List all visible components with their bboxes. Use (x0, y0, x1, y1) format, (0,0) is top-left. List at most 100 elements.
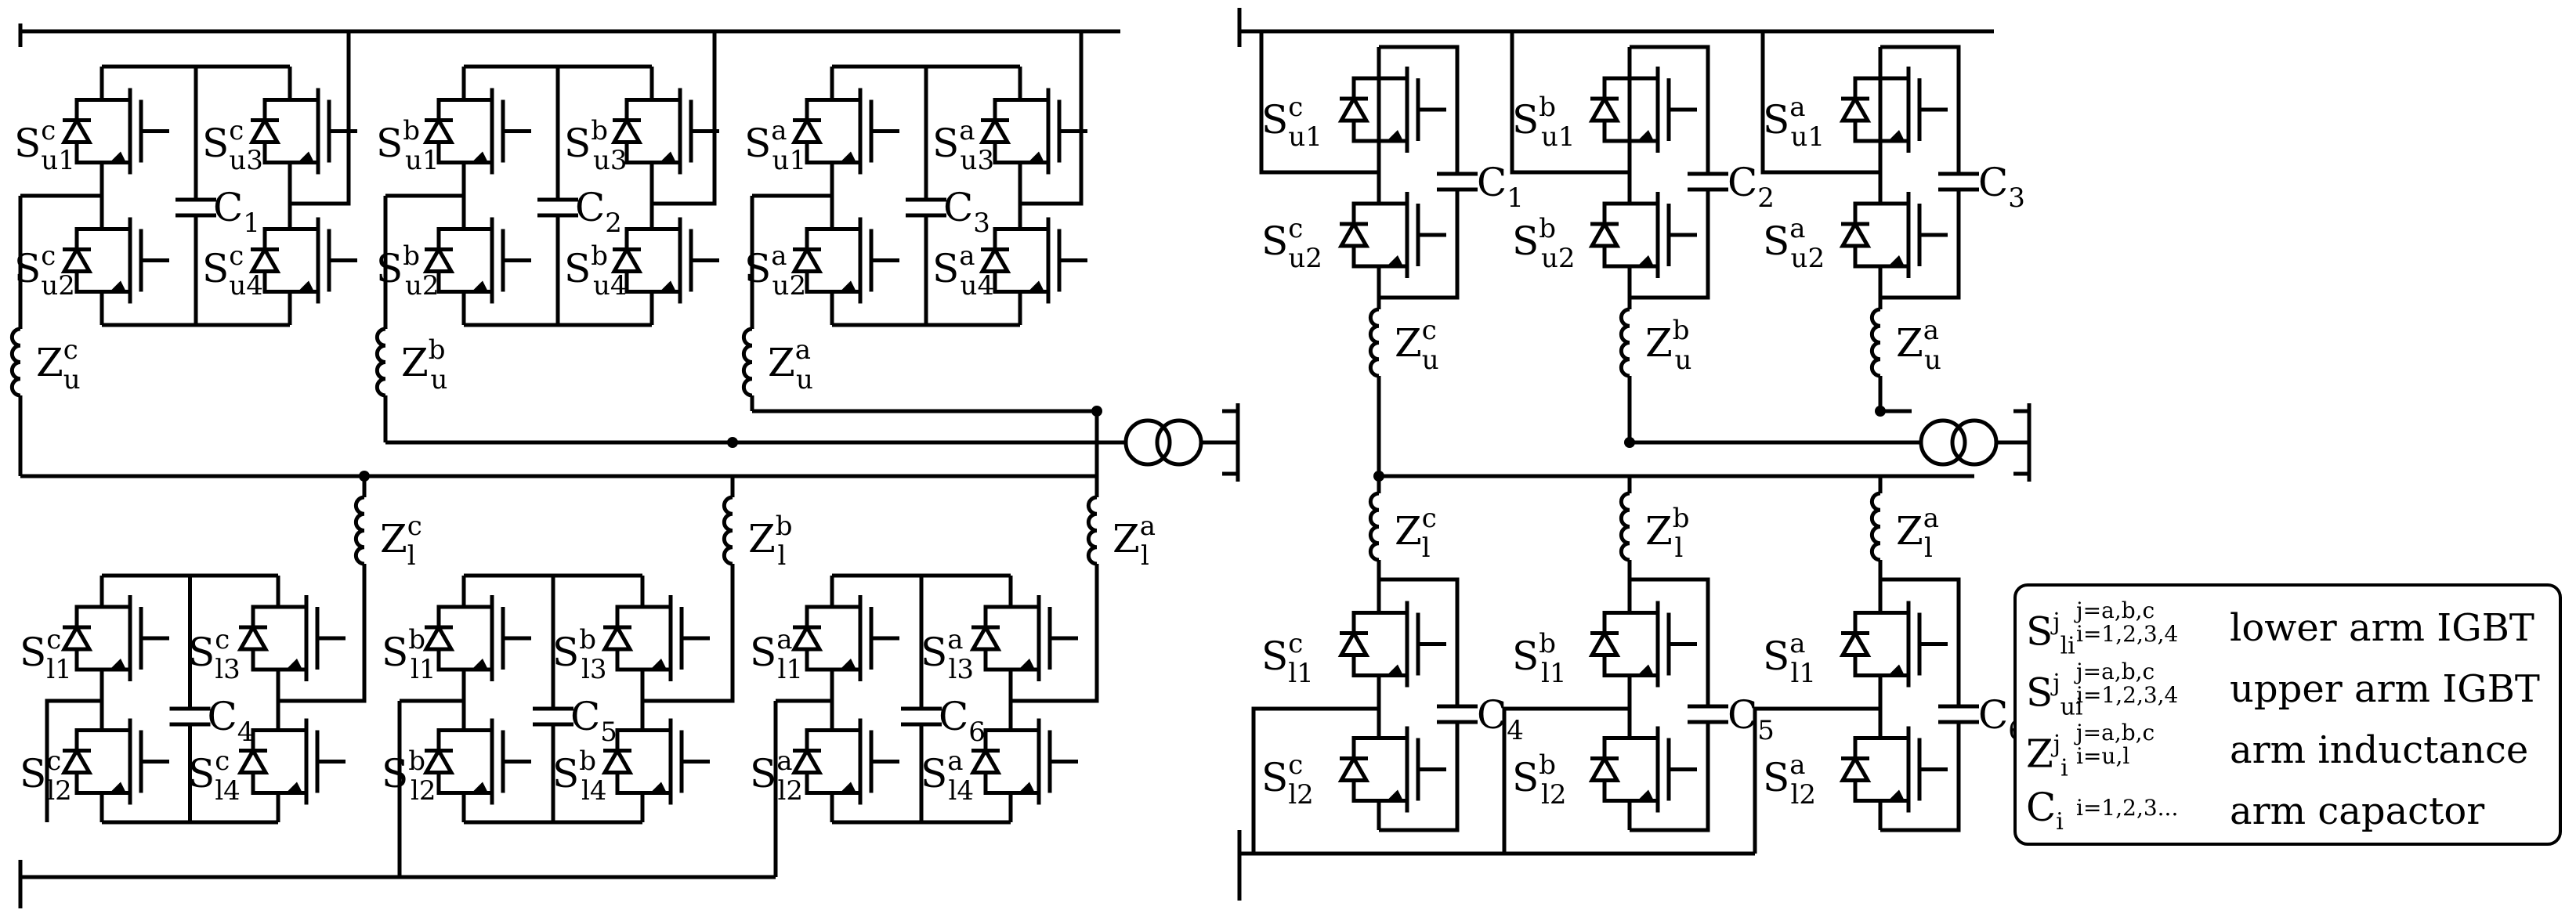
diode-triangle (791, 245, 823, 273)
capacitor (1938, 704, 1979, 724)
igbt-arrow (1387, 664, 1402, 676)
igbt-arrow (1028, 280, 1044, 292)
diode-triangle (248, 245, 281, 273)
igbt-switch (422, 196, 531, 325)
igbt-emitter (640, 667, 671, 701)
igbt-collector (830, 196, 860, 231)
inductor-coil (1619, 307, 1630, 378)
igbt-switch (791, 67, 899, 196)
igbt-collector (649, 196, 680, 231)
igbt-switch (1588, 47, 1697, 172)
igbt-arrow (1387, 255, 1402, 266)
igbt-arrow (1637, 789, 1653, 801)
cap-lead (1630, 577, 1710, 706)
wire (1502, 706, 1630, 854)
igbt-arrow (650, 782, 666, 793)
igbt-arrow (472, 782, 487, 793)
igbt-collector (1377, 47, 1407, 81)
igbt-emitter (830, 161, 860, 196)
capacitor (1688, 704, 1728, 724)
transformer-winding (1950, 418, 1999, 467)
igbt-emitter (830, 290, 860, 325)
transformer-winding (1155, 418, 1203, 467)
igbt-arrow (1028, 151, 1044, 163)
igbt-collector (1018, 196, 1048, 231)
inductor (1619, 491, 1630, 562)
igbt-collector (461, 196, 492, 231)
diode-triangle (422, 623, 455, 652)
wires (18, 8, 1994, 908)
igbt-arrow (840, 782, 856, 793)
capacitor-label-c1: C1 (1477, 160, 1524, 214)
igbt-emitter (1008, 667, 1039, 701)
capacitor (1437, 171, 1478, 192)
right-lower-submodule-c (1379, 577, 1460, 832)
igbt-emitter (276, 667, 306, 701)
igbt-arrow (660, 280, 675, 292)
junction-dot (1875, 406, 1886, 417)
inductor-coil (1086, 495, 1098, 566)
igbt-collector (1627, 172, 1658, 206)
inductor (374, 327, 386, 398)
igbt-collector (99, 67, 130, 102)
inductor (353, 495, 365, 566)
igbt-switch (1839, 709, 1948, 830)
igbt-arrow (1387, 130, 1402, 141)
igbt-arrow (110, 151, 125, 163)
legend-desc: lower arm IGBT (2230, 606, 2534, 650)
igbt-switch (1337, 709, 1446, 830)
diode-triangle (60, 746, 93, 774)
igbt-collector (99, 576, 130, 609)
inductor (1619, 307, 1630, 378)
diode-triangle (979, 116, 1011, 144)
igbt-arrow (472, 151, 487, 163)
capacitor-label-c2: C2 (575, 185, 622, 239)
igbt-collector (288, 67, 318, 102)
wire (1510, 31, 1630, 175)
inductor (1086, 495, 1098, 566)
igbt-emitter (830, 667, 860, 701)
inductor (1368, 491, 1380, 562)
igbt-switch (969, 701, 1078, 822)
legend-desc: arm capactor (2230, 789, 2485, 833)
igbt-collector (276, 576, 306, 609)
igbt-arrow (1888, 130, 1904, 141)
capacitor (537, 197, 578, 218)
capacitor-label-c5: C5 (1728, 692, 1775, 746)
inductor (1368, 307, 1380, 378)
legend-desc: arm inductance (2230, 728, 2529, 772)
wire (652, 31, 717, 206)
legend-idx-top: j=a,b,c (2076, 659, 2155, 684)
igbt-switch (60, 701, 169, 822)
igbt-collector (1627, 709, 1658, 740)
igbt-arrow (1637, 255, 1653, 266)
igbt-arrow (1018, 782, 1034, 793)
capacitor-label-c3: C3 (943, 185, 990, 239)
igbt-emitter (1377, 139, 1407, 172)
diode-triangle (422, 746, 455, 774)
igbt-collector (288, 196, 318, 231)
igbt-switch (601, 576, 710, 701)
igbt-switch (1588, 709, 1697, 830)
igbt-collector (1627, 47, 1658, 81)
igbt-arrow (660, 151, 675, 163)
